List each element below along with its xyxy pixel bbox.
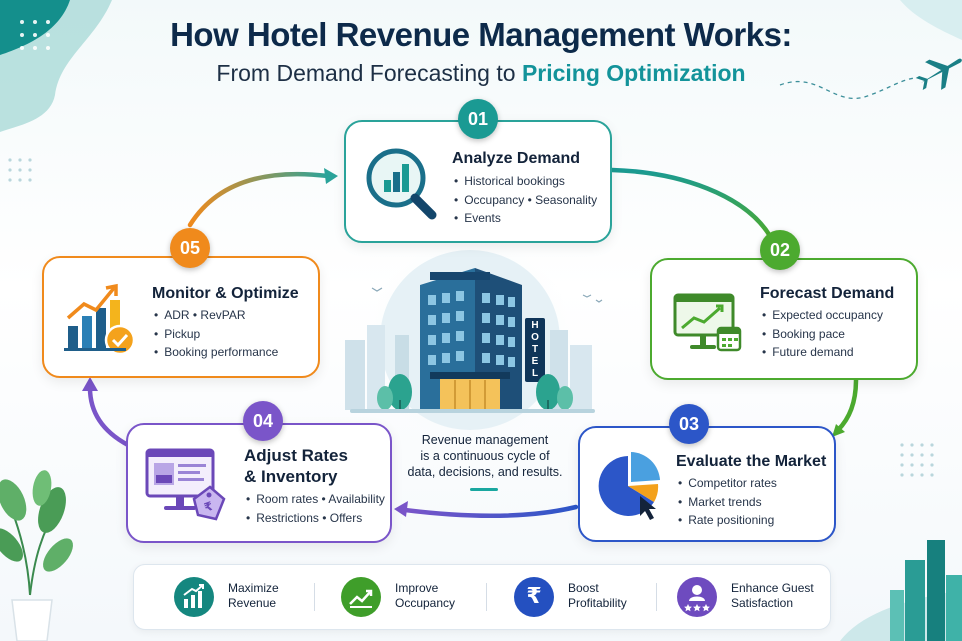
cycle-caption-line: is a continuous cycle of [420,449,550,463]
benefit-label-line: Satisfaction [731,596,794,610]
cycle-caption-line: data, decisions, and results. [407,465,563,479]
hotel-sign-letter: L [531,368,539,379]
step-badge-01: 01 [458,99,498,139]
skyline-bottom-right [840,540,962,641]
benefit-enhance-satisfaction: Enhance Guest Satisfaction [677,565,827,629]
hotel-sign-letter: H [531,320,539,331]
step-items: Historical bookings Occupancy • Seasonal… [454,172,597,228]
magnifier-chart-icon [366,148,437,220]
subtitle-lead: From Demand Forecasting to [216,60,516,86]
benefit-label-line: Maximize [228,581,279,595]
pie-chart-cursor-icon [598,452,660,520]
caption-underline [470,488,498,491]
step-item: Market trends [678,493,777,512]
arrow-05-to-01 [187,171,331,228]
step-item: Pickup [154,325,278,344]
step-items: ADR • RevPAR Pickup Booking performance [154,306,278,362]
dot-grid-top-left [20,20,50,50]
hotel-sign-letter: O [531,332,539,343]
benefit-label-line: Occupancy [395,596,456,610]
corner-blob-top-right [900,0,962,40]
growth-chart-check-icon [64,283,136,356]
step-title-line: & Inventory [244,467,338,486]
benefit-label-line: Profitability [568,596,627,610]
step-title-line: Adjust Rates [244,446,348,465]
step-item: Booking pace [762,325,883,344]
step-card-evaluate-market: Evaluate the Market Competitor rates Mar… [578,426,836,542]
step-card-forecast-demand: Forecast Demand Expected occupancy Booki… [650,258,918,380]
divider [486,583,487,611]
benefit-label-line: Revenue [228,596,277,610]
rupee-icon: ₹ [514,577,554,617]
step-items: Competitor rates Market trends Rate posi… [678,474,777,530]
forecast-screen-icon [673,293,742,352]
corner-blob-top-left [0,0,112,132]
step-title: Monitor & Optimize [152,285,299,302]
rate-screen-tag-icon: ₹ [145,448,226,521]
benefit-label-line: Improve [395,581,439,595]
step-badge-02: 02 [760,230,800,270]
trend-up-icon [341,577,381,617]
subtitle-accent: Pricing Optimization [521,60,746,86]
step-card-analyze-demand: Analyze Demand Historical bookings Occup… [344,120,612,243]
dot-grid-right [900,443,934,477]
divider [314,583,315,611]
benefit-label-line: Enhance Guest [731,581,814,595]
arrow-01-to-02 [609,167,773,239]
step-badge-05: 05 [170,228,210,268]
cycle-caption: Revenue management is a continuous cycle… [395,432,575,480]
step-items: Expected occupancy Booking pace Future d… [762,306,883,362]
benefit-label: Improve Occupancy [395,581,455,611]
step-item: Expected occupancy [762,306,883,325]
step-badge-04: 04 [243,401,283,441]
step-item: Future demand [762,343,883,362]
divider [656,583,657,611]
benefit-label-line: Boost [568,581,599,595]
benefit-boost-profitability: ₹ Boost Profitability [514,565,664,629]
benefit-label: Boost Profitability [568,581,627,611]
step-item: Historical bookings [454,172,597,191]
airplane-trail [779,77,916,100]
step-item: Occupancy • Seasonality [454,191,597,210]
step-item: ADR • RevPAR [154,306,278,325]
step-title: Forecast Demand [760,285,895,302]
step-item: Rate positioning [678,511,777,530]
step-title: Analyze Demand [452,150,581,167]
arrow-02-to-03 [835,377,859,433]
arrow-03-to-04 [402,504,579,518]
step-item: Booking performance [154,343,278,362]
bar-chart-up-icon [174,577,214,617]
step-card-adjust-rates: ₹ Adjust Rates & Inventory Room rates • … [126,423,392,543]
step-title: Adjust Rates & Inventory [244,445,348,487]
step-item: Competitor rates [678,474,777,493]
cycle-arrows [87,167,859,518]
cycle-caption-line: Revenue management [421,433,549,447]
hotel-illustration [345,238,603,442]
dot-grid-left [8,158,32,182]
potted-plant [0,470,73,641]
step-item: Room rates • Availability [246,490,385,509]
airplane-icon [915,58,962,91]
main-title: How Hotel Revenue Management Works: [170,16,792,53]
benefit-maximize-revenue: Maximize Revenue [174,565,314,629]
step-item: Events [454,209,597,228]
hotel-sign-letter: T [531,344,539,355]
step-card-monitor-optimize: Monitor & Optimize ADR • RevPAR Pickup B… [42,256,320,378]
hotel-sign-letter: E [531,356,539,367]
step-items: Room rates • Availability Restrictions •… [246,490,385,527]
benefit-label: Maximize Revenue [228,581,279,611]
guest-stars-icon [677,577,717,617]
step-badge-03: 03 [669,404,709,444]
benefit-improve-occupancy: Improve Occupancy [341,565,491,629]
step-item: Restrictions • Offers [246,509,385,528]
step-title: Evaluate the Market [676,453,827,470]
arrow-04-to-05 [87,385,131,448]
benefits-bar: Maximize Revenue Improve Occupancy ₹ Boo… [133,564,831,630]
benefit-label: Enhance Guest Satisfaction [731,581,814,611]
subtitle: From Demand Forecasting to Pricing Optim… [0,60,962,87]
